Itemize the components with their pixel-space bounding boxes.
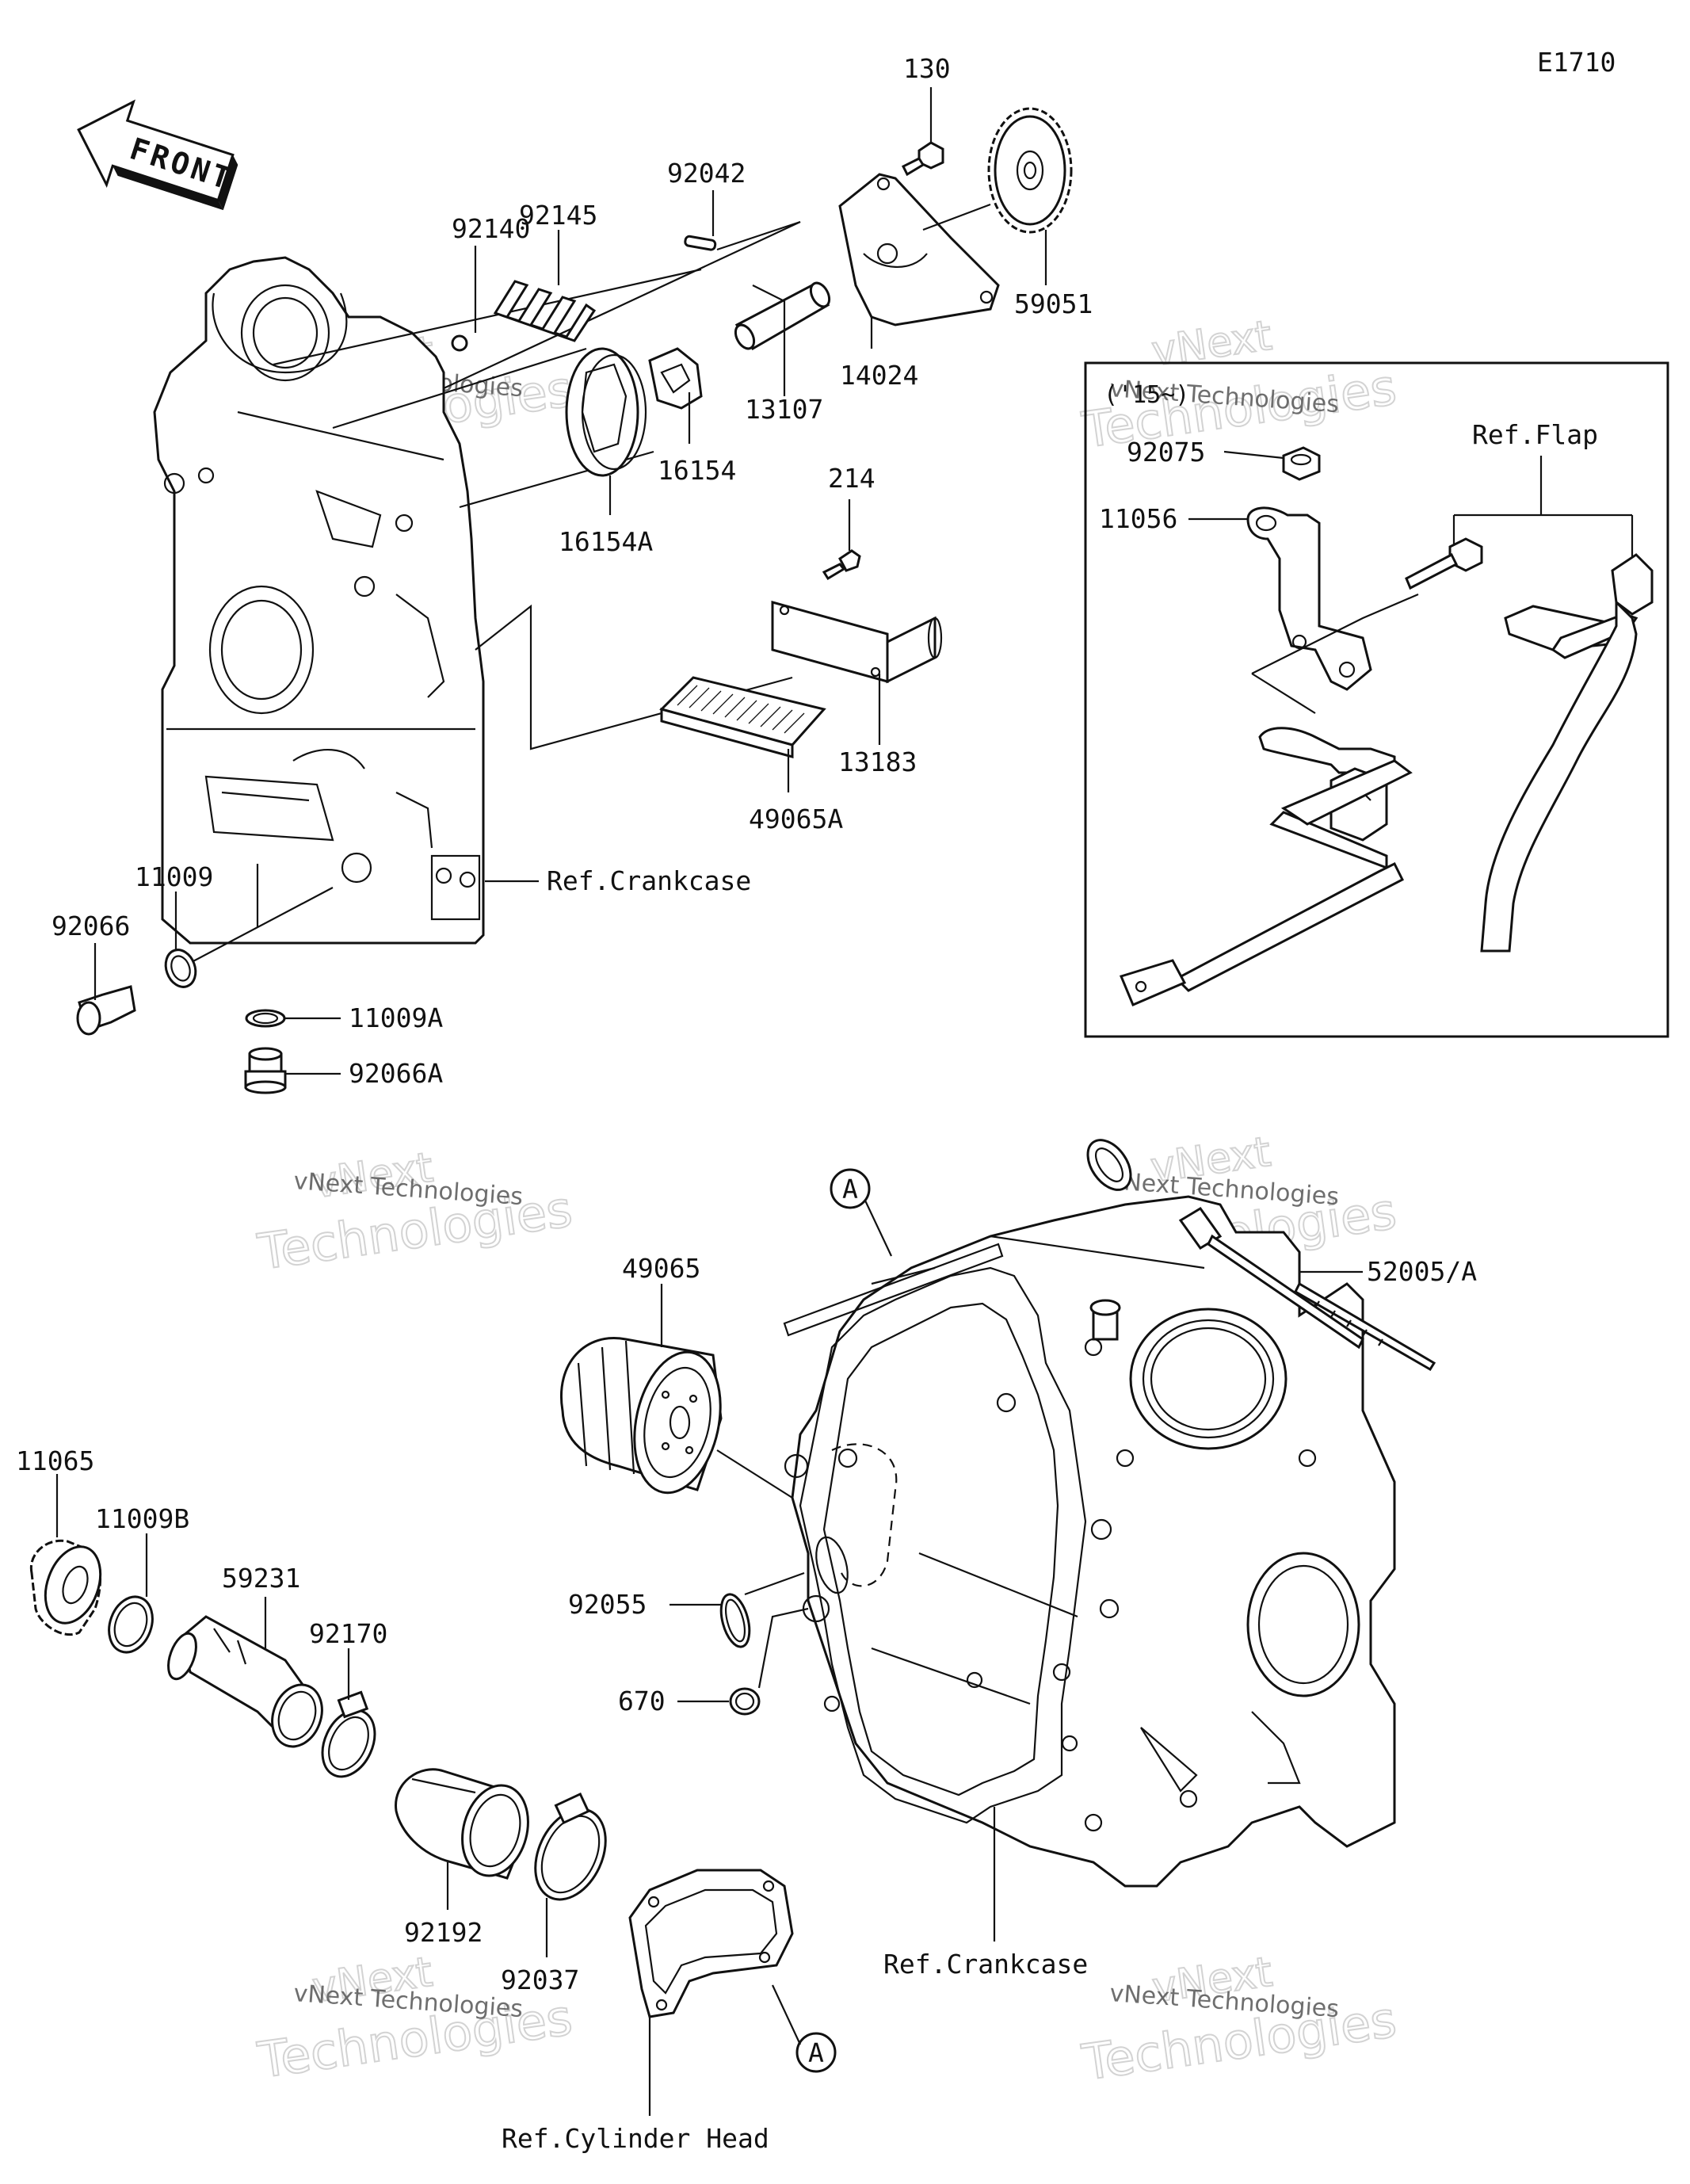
- part-label-11056: 11056: [1099, 503, 1177, 534]
- gear-59051: [987, 107, 1073, 234]
- part-label-92145: 92145: [519, 200, 597, 231]
- inset-label: ('15~): [1104, 381, 1189, 409]
- leader-line: [716, 220, 801, 251]
- callout-a-label: A: [842, 1174, 858, 1205]
- part-label-670: 670: [618, 1686, 666, 1716]
- leader-line: [1452, 456, 1634, 559]
- part-label-49065: 49065: [622, 1253, 700, 1284]
- part-label-11009A: 11009A: [349, 1002, 443, 1033]
- leader-line: [1251, 673, 1316, 714]
- part-label-92066A: 92066A: [349, 1058, 443, 1089]
- callout-a-bottom: [795, 2032, 837, 2073]
- grommet-11065: [29, 1539, 102, 1636]
- nut-92075: [1282, 446, 1321, 481]
- leader-line: [273, 268, 702, 366]
- part-label-92037: 92037: [501, 1964, 579, 1995]
- washer-11009A: [245, 1009, 286, 1028]
- part-label-92055: 92055: [568, 1589, 647, 1620]
- pin-92042: [684, 235, 717, 251]
- part-label-92066: 92066: [52, 911, 130, 941]
- bolt-130: [901, 141, 944, 177]
- leader-line: [757, 1607, 809, 1689]
- plug-92066A: [244, 1047, 287, 1094]
- oring-92055: [719, 1593, 751, 1648]
- plate-13183: [771, 601, 943, 684]
- part-label-92042: 92042: [667, 158, 746, 189]
- part-label-13107: 13107: [745, 394, 823, 425]
- ref-crankcase-top: Ref.Crankcase: [547, 865, 751, 896]
- part-label-52005A: 52005/A: [1367, 1256, 1477, 1287]
- part-label-16154: 16154: [658, 455, 736, 486]
- callout-a-top: [830, 1168, 871, 1209]
- part-label-13183: 13183: [838, 746, 917, 777]
- part-label-59051: 59051: [1014, 288, 1093, 319]
- part-label-92075: 92075: [1127, 437, 1205, 468]
- plug-92066: [76, 985, 136, 1036]
- clamp-92170: [321, 1690, 376, 1778]
- part-label-11065: 11065: [16, 1445, 94, 1476]
- ref-flap: Ref.Flap: [1472, 419, 1598, 450]
- leader-line: [1251, 593, 1419, 674]
- oring-670: [729, 1687, 761, 1716]
- watermark-vnext: vNext: [1149, 312, 1275, 376]
- shaft-13107: [734, 281, 831, 351]
- washer-11009: [164, 949, 197, 988]
- hose-92192: [395, 1768, 529, 1880]
- crankcase-body: [783, 1195, 1396, 1888]
- part-label-11009: 11009: [135, 861, 213, 892]
- leader-line: [1223, 450, 1284, 460]
- strainer-49065A: [659, 676, 826, 758]
- gasket-11009B: [108, 1595, 154, 1654]
- part-label-92170: 92170: [309, 1618, 387, 1649]
- inset-bolt-icon: [1405, 537, 1483, 590]
- part-label-130: 130: [903, 53, 951, 84]
- leader-line: [443, 221, 801, 389]
- spring-92145: [493, 280, 597, 342]
- pipe-59231: [167, 1615, 323, 1748]
- leader-line: [772, 1984, 801, 2045]
- leader-line: [332, 347, 587, 430]
- part-label-16154A: 16154A: [559, 526, 653, 557]
- leader-line: [864, 1200, 892, 1257]
- inset-box: [1084, 361, 1669, 1038]
- ref-crankcase-bottom: Ref.Crankcase: [883, 1949, 1088, 1980]
- cylinder-head-cover: [628, 1869, 794, 2018]
- part-label-92140: 92140: [452, 213, 530, 244]
- leader-line: [752, 284, 786, 396]
- screw-214: [822, 549, 861, 581]
- part-label-59231: 59231: [222, 1563, 300, 1594]
- part-label-14024: 14024: [840, 360, 918, 391]
- flap-rod-assembly: [1119, 553, 1654, 1006]
- leader-line: [189, 887, 334, 964]
- ball-92140: [451, 334, 468, 352]
- part-label-214: 214: [828, 463, 876, 494]
- callout-a-label: A: [808, 2037, 824, 2068]
- oil-pump-cover: [153, 256, 485, 945]
- watermark-mid-left: vNext Technologies: [254, 1144, 577, 1282]
- leader-line: [744, 1571, 805, 1596]
- inner-rotor-16154: [648, 347, 703, 410]
- outer-rotor-16154A: [565, 347, 647, 477]
- leader-line: [922, 203, 991, 231]
- bracket-11056: [1246, 506, 1372, 691]
- leader-line: [716, 1449, 793, 1499]
- part-label-49065A: 49065A: [749, 804, 843, 834]
- diagram-code: E1710: [1537, 47, 1616, 78]
- part-label-92192: 92192: [404, 1917, 483, 1948]
- dipstick-52005A: [1086, 1139, 1436, 1372]
- part-label-11009B: 11009B: [95, 1503, 189, 1534]
- oil-filter-49065: [560, 1337, 723, 1495]
- front-arrow-icon: FRONT: [77, 99, 238, 211]
- ref-cylinder-head: Ref.Cylinder Head: [502, 2123, 769, 2154]
- pump-cover-14024: [838, 173, 1000, 326]
- clamp-92037: [534, 1792, 607, 1901]
